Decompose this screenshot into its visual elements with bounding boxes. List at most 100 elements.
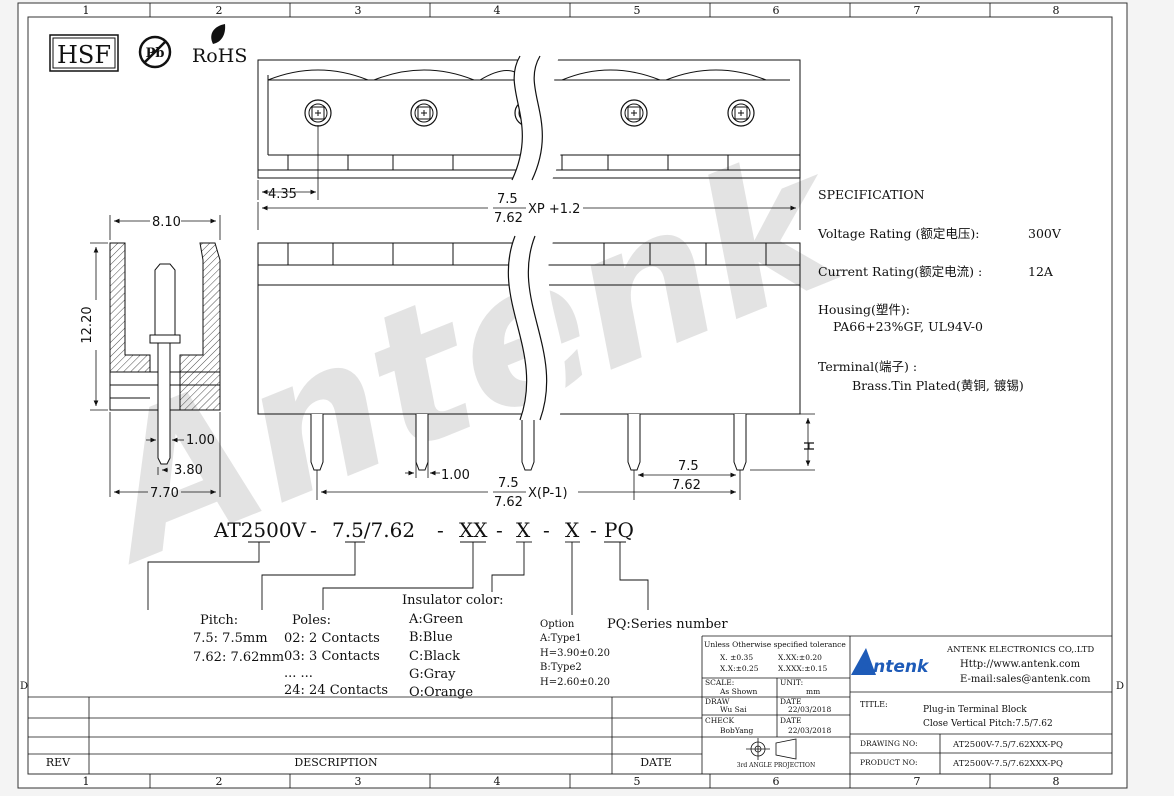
svg-text:03: 3 Contacts: 03: 3 Contacts: [284, 649, 380, 664]
code-pq: PQ: [604, 518, 634, 542]
svg-text:Pb: Pb: [146, 46, 165, 61]
dim-xp: [257, 178, 801, 230]
col-label: 3: [355, 4, 362, 17]
spec-voltage-value: 300V: [1028, 226, 1062, 241]
dim-label: H: [803, 441, 818, 451]
svg-text:24: 24 Contacts: 24: 24 Contacts: [284, 683, 388, 698]
rohs-leaf-icon: RoHS: [192, 24, 247, 67]
dim-label: 7.5: [497, 192, 518, 207]
svg-text:-: -: [437, 518, 444, 542]
dim-label: 7.62: [494, 211, 523, 226]
svg-text:H=3.90±0.20: H=3.90±0.20: [540, 648, 610, 659]
svg-text:X. ±0.35: X. ±0.35: [720, 653, 753, 662]
side-dims: [90, 215, 221, 497]
hsf-mark: HSF: [57, 41, 111, 69]
company-email: E-mail:sales@antenk.com: [960, 674, 1091, 685]
drawing-subtitle: Close Vertical Pitch:7.5/7.62: [923, 719, 1053, 729]
svg-text:TITLE:: TITLE:: [860, 700, 888, 709]
code-pitch: 7.5/7.62: [332, 518, 415, 542]
svg-text:02: 2 Contacts: 02: 2 Contacts: [284, 631, 380, 646]
specification: SPECIFICATION Voltage Rating (额定电压): 300…: [817, 187, 1062, 393]
svg-text:A:Type1: A:Type1: [539, 633, 582, 644]
column-ticks: [149, 3, 991, 788]
svg-text:X.X:±0.25: X.X:±0.25: [720, 664, 759, 673]
col-label: 8: [1053, 4, 1060, 17]
dim-label: 7.5: [498, 476, 519, 491]
dim-pin-width: [405, 462, 440, 478]
svg-text:-: -: [310, 518, 317, 542]
check-date: 22/03/2018: [788, 726, 831, 735]
side-section-view: [109, 242, 221, 465]
svg-text:H=2.60±0.20: H=2.60±0.20: [540, 677, 610, 688]
drawing-number: AT2500V-7.5/7.62XXX-PQ: [952, 740, 1063, 750]
svg-text:-: -: [543, 518, 550, 542]
svg-text:DRAWING NO:: DRAWING NO:: [860, 739, 918, 748]
tolerance-title: Unless Otherwise specified tolerance: [704, 640, 846, 649]
company-name: ANTENK ELECTRONICS CO,.LTD: [946, 645, 1094, 655]
dim-h: [750, 413, 815, 471]
rohs-mark: RoHS: [192, 45, 247, 67]
svg-text:-: -: [496, 518, 503, 542]
legend-color-title: Insulator color:: [402, 593, 504, 608]
draw-value: Wu Sai: [720, 705, 747, 714]
leader-lines: [147, 541, 649, 615]
spec-title: SPECIFICATION: [818, 187, 925, 202]
dim-label: 1.00: [441, 468, 470, 483]
svg-text:SCALE:: SCALE:: [705, 678, 734, 687]
screw-icons: [304, 99, 755, 127]
col-label: 3: [355, 775, 362, 788]
svg-text:... ...: ... ...: [284, 666, 313, 681]
col-label: 1: [83, 4, 90, 17]
spec-terminal-value: Brass.Tin Plated(黄铜, 镀锡): [852, 378, 1024, 393]
col-label: 7: [914, 775, 921, 788]
spec-terminal-label: Terminal(端子) :: [818, 359, 917, 374]
col-label: 4: [494, 775, 501, 788]
row-label: D: [1116, 681, 1124, 692]
svg-text:CHECK: CHECK: [705, 716, 734, 725]
antenk-logo: Antenk: [851, 648, 930, 677]
code-legend: Pitch: 7.5: 7.5mm 7.62: 7.62mm Poles: 02…: [193, 593, 728, 700]
description-header: DESCRIPTION: [294, 756, 378, 769]
col-label: 1: [83, 775, 90, 788]
part-code: AT2500V - 7.5/7.62 - XX - X - X - PQ: [213, 518, 634, 542]
svg-text:7.5: 7.5mm: 7.5: 7.5mm: [193, 631, 268, 646]
product-number: AT2500V-7.5/7.62XXX-PQ: [952, 759, 1063, 769]
hsf-mark-box: [49, 34, 119, 72]
svg-text:X.XXX:±0.15: X.XXX:±0.15: [778, 664, 827, 673]
dim-label: 12.20: [80, 306, 95, 343]
legend-poles-title: Poles:: [292, 613, 331, 628]
company-website: Http://www.antenk.com: [960, 659, 1081, 670]
svg-text:A:Green: A:Green: [408, 612, 464, 627]
svg-text:B:Type2: B:Type2: [540, 662, 582, 673]
col-label: 2: [216, 775, 223, 788]
svg-text:DATE: DATE: [780, 716, 802, 725]
dim-4-35: [257, 125, 319, 200]
dim-label: 7.62: [672, 478, 701, 493]
svg-text:X.XX:±0.20: X.XX:±0.20: [778, 653, 822, 662]
dim-label: 7.70: [150, 486, 179, 501]
spec-housing-label: Housing(塑件):: [818, 302, 910, 317]
svg-text:7.62: 7.62mm: 7.62: 7.62mm: [193, 650, 284, 665]
code-series: AT2500V: [213, 518, 307, 542]
legend-series: PQ:Series number: [607, 617, 728, 632]
col-label: 2: [216, 4, 223, 17]
projection-icon: [746, 738, 797, 760]
draw-date: 22/03/2018: [788, 705, 831, 714]
unit-value: mm: [806, 687, 820, 696]
dim-label: 3.80: [174, 463, 203, 478]
dim-xp1: [316, 470, 736, 500]
svg-text:-: -: [590, 518, 597, 542]
col-label: 5: [634, 775, 641, 788]
svg-text:UNIT:: UNIT:: [780, 678, 803, 687]
col-label: 4: [494, 4, 501, 17]
col-label: 7: [914, 4, 921, 17]
dim-label: 7.62: [494, 495, 523, 510]
col-label: 8: [1053, 775, 1060, 788]
check-value: BobYang: [720, 726, 753, 735]
svg-text:C:Black: C:Black: [409, 649, 460, 664]
legend-pitch-title: Pitch:: [200, 613, 238, 628]
spec-housing-value: PA66+23%GF, UL94V-0: [833, 319, 983, 334]
code-color: X: [516, 518, 531, 542]
dim-label: 7.5: [678, 459, 699, 474]
